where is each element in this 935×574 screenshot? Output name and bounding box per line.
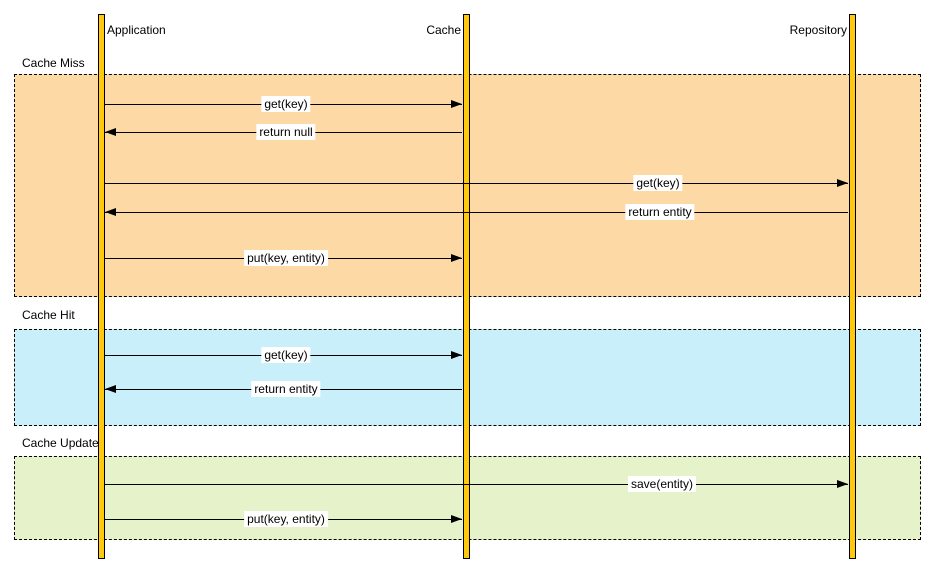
arrowhead-icon: [105, 128, 116, 136]
arrowhead-icon: [451, 254, 462, 262]
participant-label-application: Application: [107, 23, 166, 37]
message-label: return entity: [625, 204, 695, 220]
arrowhead-icon: [105, 385, 116, 393]
message-label: put(key, entity): [244, 511, 328, 527]
arrowhead-icon: [837, 179, 848, 187]
participant-label-cache: Cache: [426, 23, 461, 37]
message-label: return null: [256, 124, 316, 140]
lifeline-repository: [848, 14, 856, 559]
message-label: return entity: [251, 381, 321, 397]
message-label: save(entity): [627, 476, 697, 492]
message-label: get(key): [633, 175, 683, 191]
arrowhead-icon: [105, 208, 116, 216]
section-label-cache-hit: Cache Hit: [22, 308, 75, 322]
lifeline-application: [97, 14, 105, 559]
section-label-cache-update: Cache Update: [22, 436, 99, 450]
arrowhead-icon: [837, 480, 848, 488]
message-line: [105, 484, 848, 485]
arrowhead-icon: [451, 351, 462, 359]
arrowhead-icon: [451, 100, 462, 108]
participant-label-repository: Repository: [789, 23, 847, 37]
message-label: get(key): [261, 96, 311, 112]
section-label-cache-miss: Cache Miss: [22, 56, 85, 70]
lifeline-cache: [462, 14, 470, 559]
message-line: [105, 212, 848, 213]
arrowhead-icon: [451, 515, 462, 523]
message-label: put(key, entity): [244, 250, 328, 266]
message-line: [105, 183, 848, 184]
message-label: get(key): [261, 347, 311, 363]
